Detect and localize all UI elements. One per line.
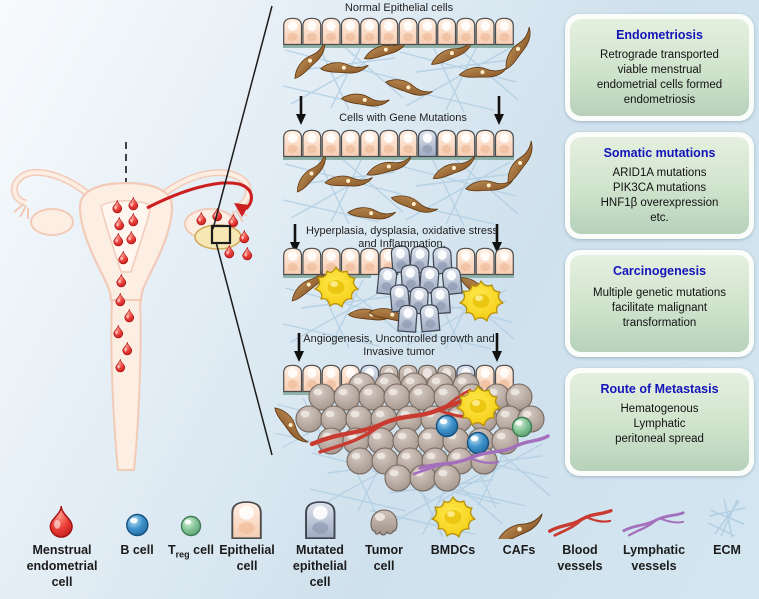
tumor-cell-icon [367,501,401,539]
stage-3-hyperplasia [282,244,515,352]
b-cell [435,414,459,438]
b-cell [466,431,490,455]
menstrual-endometrial-cell-icon [48,501,76,539]
legend-item-treg-cell: Treg cell [168,501,214,563]
lymphatic-vessels-icon [621,501,687,539]
uterus-illustration [10,142,253,471]
mutated-epithelial-cell-icon [304,501,337,539]
info-box-route-of-metastasis: Route of Metastasis Hematogenous Lymphat… [565,368,754,476]
tumor-mass [295,372,545,492]
epithelial-cell-icon [230,501,263,539]
down-arrow-icon [492,94,506,127]
info-box-title: Somatic mutations [603,146,716,160]
bmdc-cell [459,280,504,322]
lymphatic-vessel [412,434,550,476]
vaginal-canal [110,299,142,471]
info-box-title: Endometriosis [616,28,703,42]
legend-item-cafs: CAFs [491,501,547,558]
bmdc-icon [429,496,477,539]
legend-item-lymphatic-vessels: Lymphatic vessels [621,501,687,574]
info-box-endometriosis: Endometriosis Retrograde transported via… [565,14,754,121]
ecm-icon [706,498,748,539]
blood-vessels-icon [547,501,613,539]
endometriosis-lesion [194,224,242,250]
legend-item-blood-vessels: Blood vessels [547,501,613,574]
legend-item-ecm: ECM [706,498,748,558]
stage-3-label: Hyperplasia, dysplasia, oxidative stress… [306,225,498,250]
legend-item-tumor-cell: Tumor cell [365,501,403,574]
caf-icon [491,501,547,539]
uterine-cavity [100,200,152,273]
left-ovary [30,208,74,236]
mutated-epithelial-cell [417,129,437,158]
b-cell-icon [123,501,151,539]
stage-2-label: Cells with Gene Mutations [339,112,467,124]
basement-membrane [452,274,514,278]
fallopian-tubes [10,168,252,223]
magnification-callout [210,5,273,456]
treg-cell [511,416,533,438]
epithelial-row-with-mutated-cell [283,129,514,158]
info-box-title: Carcinogenesis [612,264,707,278]
info-box-title: Route of Metastasis [600,382,719,396]
basement-membrane [283,156,514,160]
treg-cell-icon [178,501,204,539]
stage-4-invasive-tumor [273,364,551,538]
zoom-box [210,224,232,245]
stage-2-gene-mutations [282,129,542,227]
legend-item-epithelial-cell: Epithelial cell [219,501,275,574]
legend-item-bmdcs: BMDCs [429,496,477,558]
stage-4-label: Angiogenesis, Uncontrolled growth and In… [303,333,495,358]
legend-item-menstrual-endometrial-cell: Menstrual endometrial cell [27,501,97,590]
stage-1-normal-epithelium [282,17,540,115]
legend-item-mutated-epithelial-cell: Mutated epithelial cell [293,501,347,590]
epithelial-row [283,17,514,46]
retrograde-flow-arrow [146,181,253,217]
info-box-somatic-mutations: Somatic mutations ARID1A mutations PIK3C… [565,132,754,239]
stage-1-title: Normal Epithelial cells [344,2,454,14]
legend-item-b-cell: B cell [120,501,154,558]
info-box-carcinogenesis: Carcinogenesis Multiple genetic mutation… [565,250,754,357]
